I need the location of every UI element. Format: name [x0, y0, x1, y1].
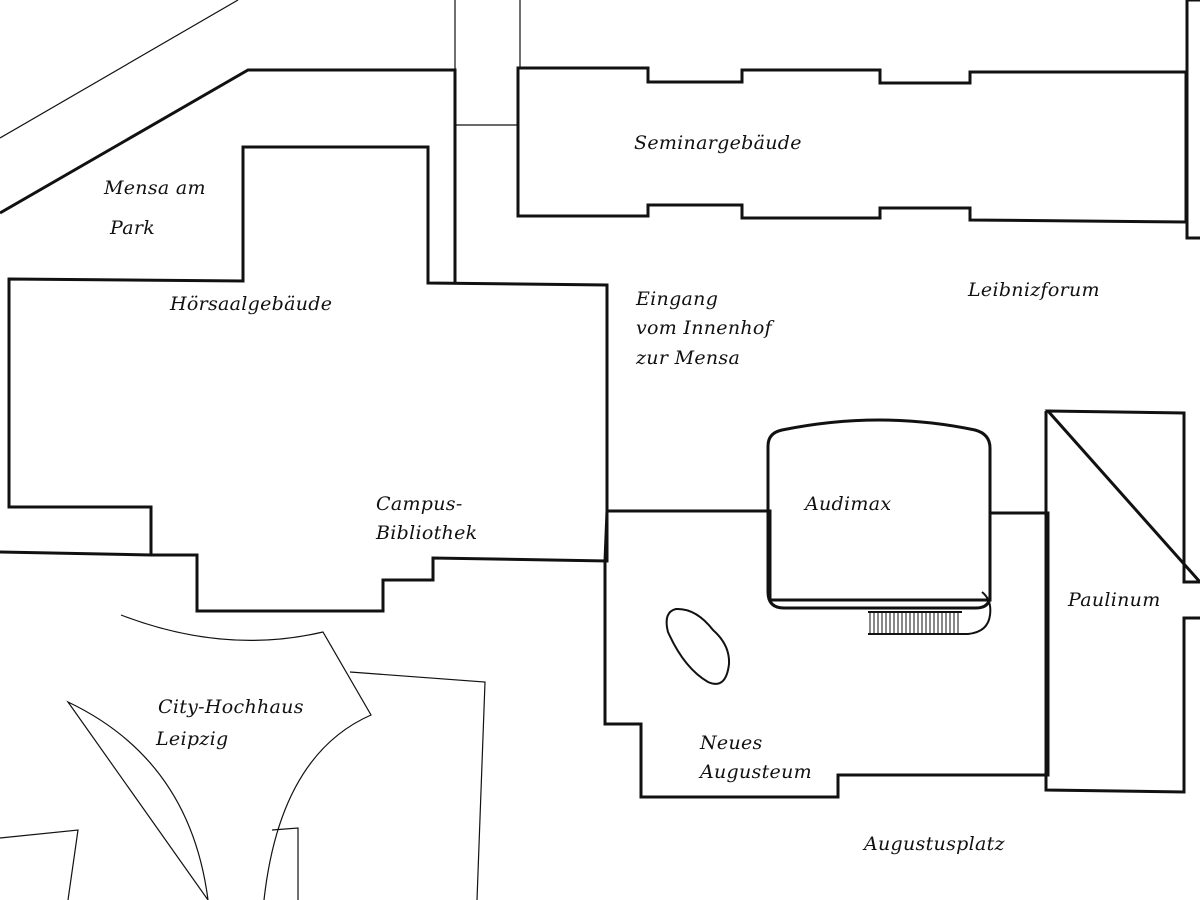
- label-leibnizforum: Leibnizforum: [967, 279, 1100, 301]
- left-building-outline: [0, 550, 152, 557]
- label-paulinum: Paulinum: [1067, 589, 1161, 611]
- label-eingang-line3: zur Mensa: [635, 347, 740, 369]
- label-campus-line2: Bibliothek: [375, 522, 477, 544]
- label-mensa-line2: Park: [109, 217, 155, 239]
- stairs-hatch: [869, 612, 959, 634]
- label-audimax: Audimax: [803, 493, 891, 515]
- pond-outline: [665, 607, 731, 685]
- label-city-line1: City-Hochhaus: [158, 696, 304, 718]
- street-lines: [0, 0, 521, 900]
- map-labels: Mensa am Park Hörsaalgebäude Seminargebä…: [103, 132, 1161, 855]
- label-augustusplatz: Augustusplatz: [862, 833, 1006, 855]
- mensa-outline: [0, 68, 457, 283]
- label-eingang-line2: vom Innenhof: [636, 317, 775, 339]
- label-augusteum-line2: Augusteum: [698, 761, 812, 783]
- paulinum-outline: [1044, 409, 1200, 584]
- label-seminar: Seminargebäude: [634, 132, 802, 154]
- seminargebaeude-outline: [516, 66, 1188, 224]
- label-augusteum-line1: Neues: [699, 732, 763, 754]
- label-hoersaal: Hörsaalgebäude: [169, 293, 332, 315]
- label-campus-line1: Campus-: [376, 493, 463, 515]
- augusteum-outline: [603, 509, 1050, 799]
- hoersaal-bibliothek-outline: [7, 145, 609, 613]
- audimax-annex-outline: [868, 591, 992, 635]
- city-hochhaus-outline: [66, 614, 372, 900]
- label-mensa-line1: Mensa am: [103, 177, 206, 199]
- audimax-outline: [766, 418, 992, 610]
- east-edge-outline: [1185, 0, 1200, 240]
- label-eingang-line1: Eingang: [635, 288, 718, 310]
- label-city-line2: Leipzig: [155, 728, 228, 750]
